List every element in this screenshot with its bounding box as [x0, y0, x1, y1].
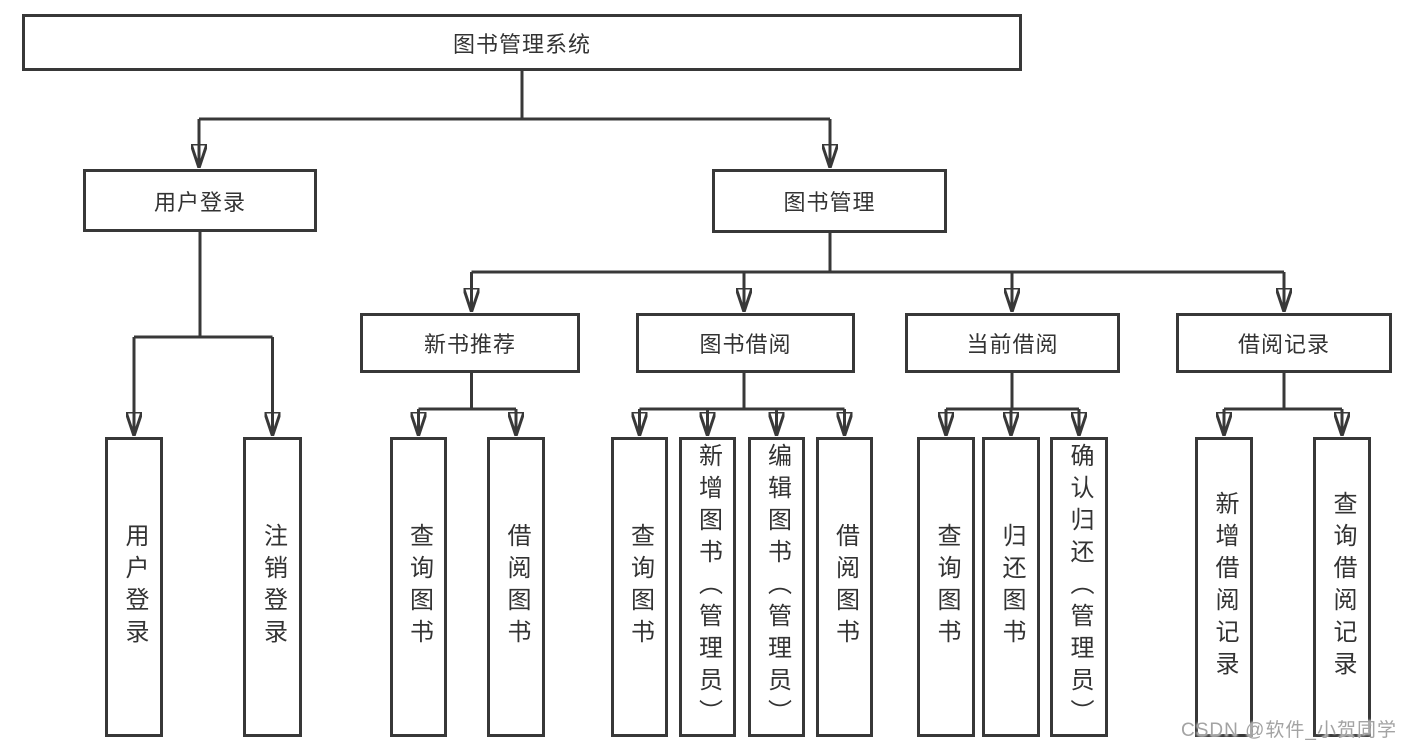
- leaf-return-books: 归还图书: [982, 437, 1040, 737]
- leaf-query-books-1: 查询图书: [390, 437, 447, 737]
- leaf-edit-book-admin: 编辑图书（管理员）: [748, 437, 805, 737]
- csdn-watermark: CSDN @软件_小贺同学: [1181, 720, 1397, 741]
- leaf-add-borrow-record-label: 新增借阅记录: [1211, 491, 1238, 683]
- leaf-user-login-label: 用户登录: [121, 523, 148, 651]
- node-user-login: 用户登录: [83, 169, 317, 232]
- node-current-borrow-label: 当前借阅: [966, 332, 1059, 357]
- node-borrow-records-label: 借阅记录: [1237, 332, 1330, 357]
- node-current-borrow: 当前借阅: [905, 313, 1120, 373]
- leaf-query-books-1-label: 查询图书: [405, 523, 433, 651]
- node-book-borrow: 图书借阅: [636, 313, 855, 373]
- node-book-borrow-label: 图书借阅: [699, 332, 792, 357]
- leaf-add-book-admin-label: 新增图书（管理员）: [694, 443, 722, 731]
- leaf-confirm-return-admin-label: 确认归还（管理员）: [1066, 443, 1093, 731]
- node-book-management-label: 图书管理: [783, 190, 876, 215]
- node-user-login-label: 用户登录: [153, 189, 246, 215]
- leaf-add-book-admin: 新增图书（管理员）: [679, 437, 736, 737]
- leaf-query-books-3: 查询图书: [917, 437, 975, 737]
- leaf-borrow-books-1: 借阅图书: [487, 437, 545, 737]
- leaf-query-books-3-label: 查询图书: [933, 523, 960, 651]
- node-borrow-records: 借阅记录: [1176, 313, 1392, 373]
- node-book-management: 图书管理: [712, 169, 947, 233]
- leaf-confirm-return-admin: 确认归还（管理员）: [1050, 437, 1108, 737]
- node-new-book-recommend: 新书推荐: [360, 313, 580, 373]
- node-root-label: 图书管理系统: [452, 31, 591, 57]
- node-new-book-recommend-label: 新书推荐: [423, 332, 516, 357]
- leaf-borrow-books-1-label: 借阅图书: [503, 523, 530, 651]
- leaf-query-borrow-record-label: 查询借阅记录: [1329, 491, 1356, 683]
- leaf-query-books-2: 查询图书: [611, 437, 668, 737]
- leaf-edit-book-admin-label: 编辑图书（管理员）: [763, 443, 791, 731]
- node-root: 图书管理系统: [22, 14, 1022, 71]
- leaf-logout-label: 注销登录: [259, 523, 287, 651]
- leaf-logout: 注销登录: [243, 437, 302, 737]
- leaf-query-books-2-label: 查询图书: [626, 523, 654, 651]
- leaf-user-login: 用户登录: [105, 437, 163, 737]
- leaf-return-books-label: 归还图书: [998, 523, 1025, 651]
- leaf-query-borrow-record: 查询借阅记录: [1313, 437, 1371, 737]
- leaf-borrow-books-2-label: 借阅图书: [831, 523, 859, 651]
- leaf-borrow-books-2: 借阅图书: [816, 437, 873, 737]
- leaf-add-borrow-record: 新增借阅记录: [1195, 437, 1253, 737]
